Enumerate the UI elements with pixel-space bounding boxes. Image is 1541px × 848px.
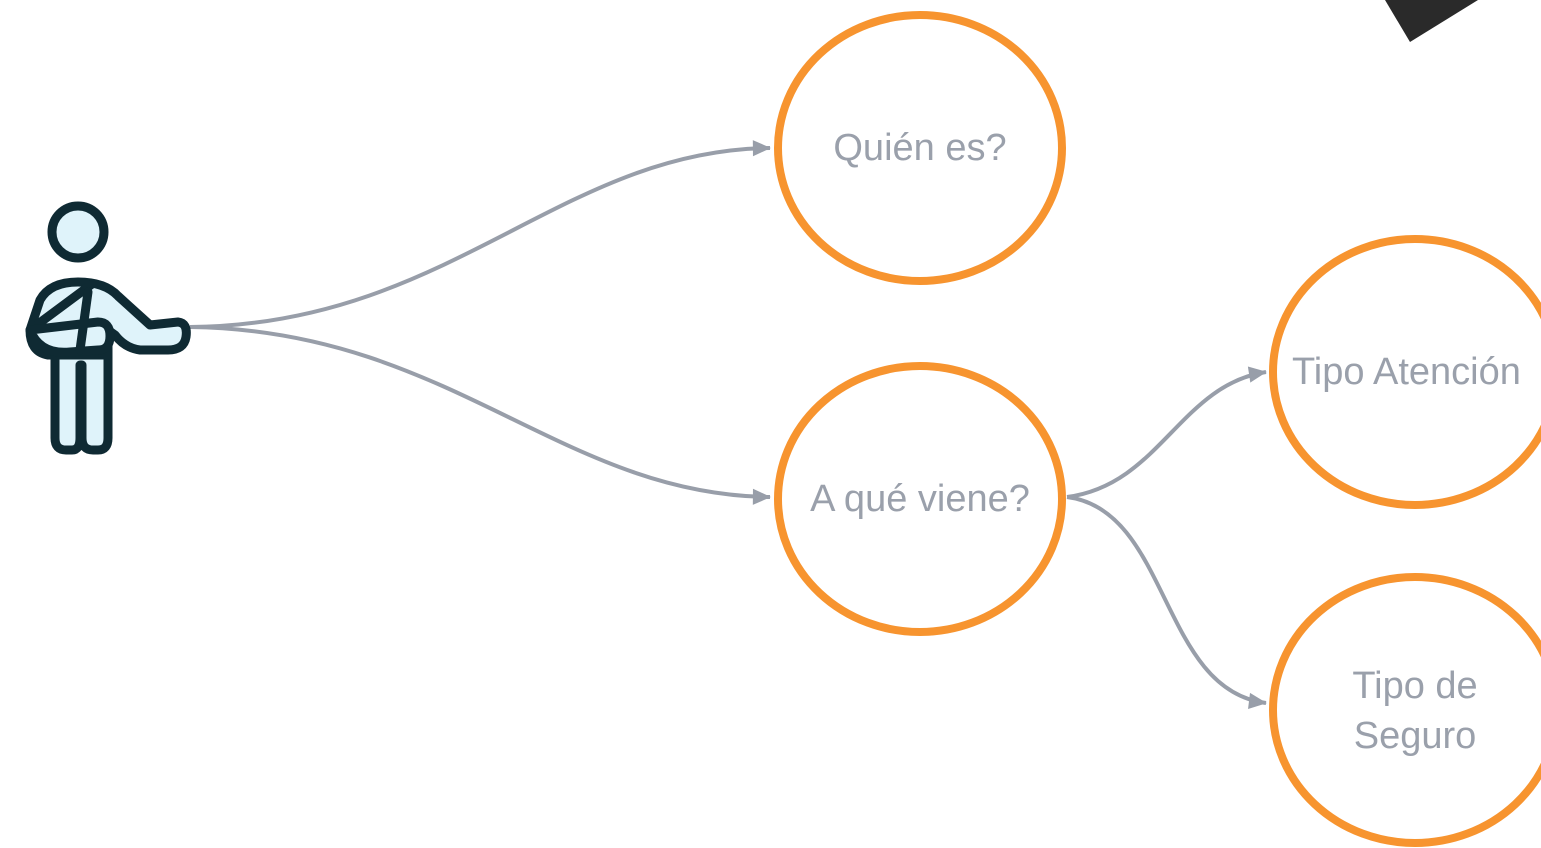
edge-aque-atencion xyxy=(1066,366,1267,499)
injured-person-icon xyxy=(25,201,191,455)
node-aque-label: A qué viene? xyxy=(810,478,1030,520)
node-seguro-label-line2: Seguro xyxy=(1353,715,1477,757)
node-quien-circle[interactable] xyxy=(774,11,1066,285)
corner-shape xyxy=(1385,0,1478,42)
node-seguro-label: Tipo de Seguro xyxy=(1270,577,1541,845)
edge-actor-aque xyxy=(189,325,771,505)
node-aque-circle[interactable] xyxy=(774,362,1066,636)
edge-actor-quien xyxy=(189,140,771,329)
edge-aque-seguro xyxy=(1066,495,1267,709)
node-seguro-circle[interactable] xyxy=(1269,573,1541,847)
node-atencion-label: Tipo Atención xyxy=(1292,351,1521,393)
node-atencion-circle[interactable] xyxy=(1269,235,1541,509)
node-seguro-label-line1: Tipo de xyxy=(1352,665,1478,707)
node-quien-label: Quién es? xyxy=(833,127,1007,169)
